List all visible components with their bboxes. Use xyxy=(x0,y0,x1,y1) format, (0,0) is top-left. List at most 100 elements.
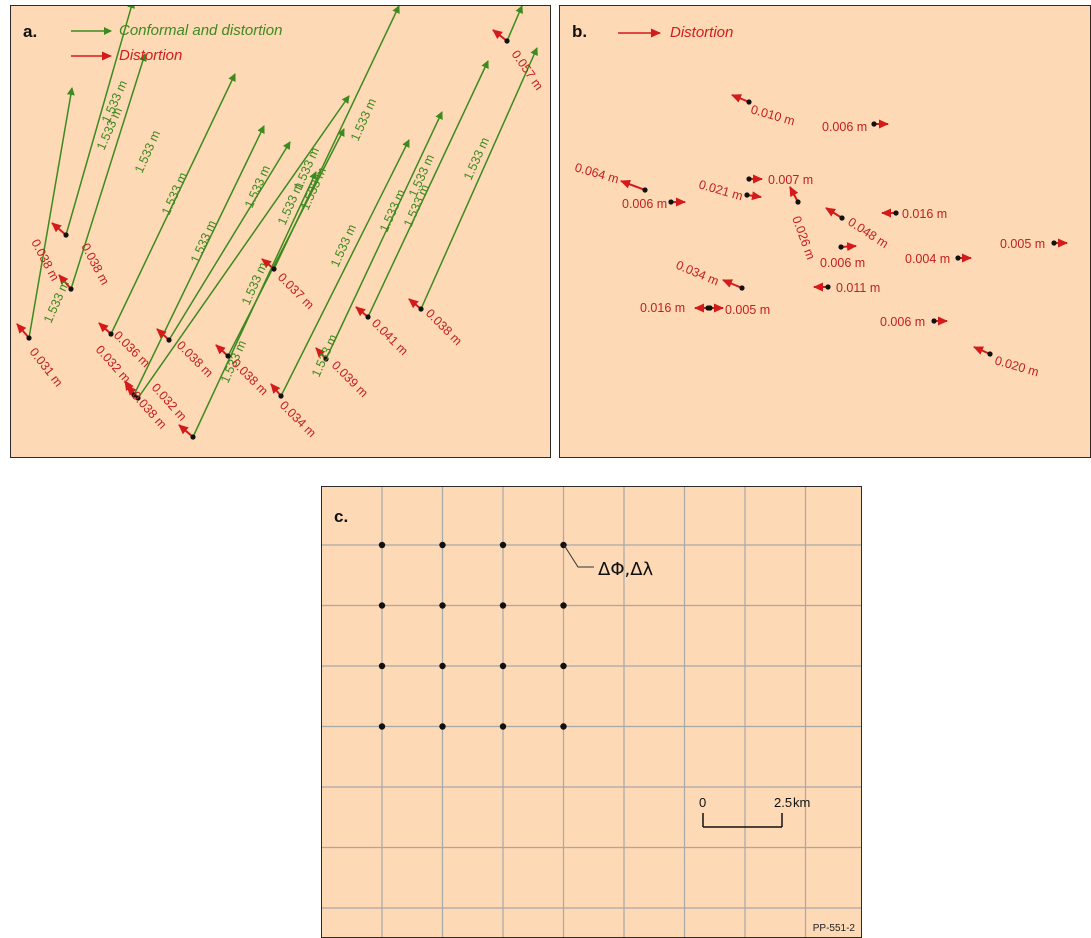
annotation-leader xyxy=(563,544,594,568)
grid-point xyxy=(795,199,801,205)
grid-node-point xyxy=(560,723,567,730)
green-arrow xyxy=(110,73,236,335)
green-arrow-label: 1.533 m xyxy=(132,128,163,175)
panel-a-label: a. xyxy=(23,22,38,41)
green-arrow xyxy=(506,6,523,42)
grid-point xyxy=(365,314,371,320)
distortion-label: 0.010 m xyxy=(749,102,796,128)
grid-point xyxy=(987,351,993,357)
grid-node-point xyxy=(499,541,507,549)
grid-point xyxy=(871,121,877,127)
red-arrow xyxy=(492,29,508,42)
distortion-label: 0.005 m xyxy=(1000,237,1045,251)
grid-node-point xyxy=(560,662,567,670)
legend-distortion-b: Distortion xyxy=(670,24,734,41)
legend-conformal-distortion: Conformal and distortion xyxy=(119,22,283,39)
red-distortion-label: 0.038 m xyxy=(28,237,62,283)
panel-c-label: c. xyxy=(334,507,349,526)
red-distortion-label: 0.057 m xyxy=(509,48,546,93)
distortion-label: 0.006 m xyxy=(880,315,925,329)
grid-point xyxy=(108,331,114,337)
green-arrow xyxy=(325,111,443,360)
grid-point xyxy=(931,318,937,324)
red-distortion-label: 0.038 m xyxy=(78,241,112,287)
grid-node-point xyxy=(378,602,386,609)
green-arrow xyxy=(65,6,135,236)
red-arrow xyxy=(408,298,422,310)
grid-node-point xyxy=(378,723,386,730)
grid-point xyxy=(135,395,141,401)
grid-point xyxy=(418,306,424,312)
grid-point xyxy=(1051,240,1057,246)
green-arrow xyxy=(28,87,75,339)
distortion-label: 0.016 m xyxy=(902,207,947,221)
red-arrow xyxy=(731,94,750,103)
distortion-label: 0.004 m xyxy=(905,252,950,266)
green-arrow xyxy=(420,47,538,310)
panel-c-grid: ΔΦ,Δλ 0 2.5 km xyxy=(322,487,861,937)
green-arrow-label: 1.533 m xyxy=(159,170,190,217)
distortion-label: 0.007 m xyxy=(768,173,813,187)
scale-label-zero: 0 xyxy=(699,795,706,810)
distortion-label: 0.005 m xyxy=(725,303,770,317)
grid-point xyxy=(642,187,648,193)
grid-point xyxy=(63,232,69,238)
red-arrow xyxy=(270,383,282,397)
red-arrow xyxy=(156,328,170,341)
red-arrow xyxy=(51,222,67,236)
grid-point xyxy=(271,266,277,272)
grid-point xyxy=(68,286,74,292)
grid-point xyxy=(166,337,172,343)
grid-point xyxy=(739,285,745,291)
grid-point xyxy=(323,356,329,362)
grid-point xyxy=(893,210,899,216)
green-arrow xyxy=(280,139,410,397)
green-arrow xyxy=(367,60,489,318)
panel-c: ΔΦ,Δλ 0 2.5 km c. PP-551-2 xyxy=(321,486,862,938)
grid-point xyxy=(839,215,845,221)
grid-point xyxy=(504,38,510,44)
red-distortion-label: 0.038 m xyxy=(423,306,465,348)
legend-distortion: Distortion xyxy=(119,47,183,64)
grid-node-point xyxy=(439,602,446,609)
red-distortion-label: 0.038 m xyxy=(174,338,216,380)
distortion-label: 0.006 m xyxy=(822,120,867,134)
distortion-label: 0.021 m xyxy=(697,177,744,203)
green-arrow-label: 1.533 m xyxy=(41,278,72,325)
red-arrow xyxy=(98,322,112,335)
green-arrow xyxy=(168,141,291,341)
red-arrow xyxy=(825,207,843,219)
grid-point xyxy=(838,244,844,250)
grid-node-point xyxy=(499,723,507,730)
red-arrow xyxy=(620,179,646,191)
green-arrow-label: 1.533 m xyxy=(328,222,359,269)
grid-point xyxy=(26,335,32,341)
grid-point xyxy=(955,255,961,261)
red-distortion-label: 0.038 m xyxy=(229,356,271,398)
red-arrow xyxy=(178,424,194,438)
distortion-label: 0.064 m xyxy=(573,160,620,186)
grid-node-point xyxy=(439,723,446,730)
distortion-label: 0.006 m xyxy=(820,256,865,270)
red-distortion-label: 0.041 m xyxy=(369,316,411,358)
distortion-label: 0.016 m xyxy=(640,301,685,315)
figure-id: PP-551-2 xyxy=(812,923,855,934)
green-arrow xyxy=(133,125,265,396)
grid-node-point xyxy=(439,662,446,670)
grid-node-point xyxy=(499,662,507,670)
delta-annotation: ΔΦ,Δλ xyxy=(598,559,654,580)
red-arrow xyxy=(973,346,991,355)
green-arrow-label: 1.533 m xyxy=(94,105,125,152)
red-arrow xyxy=(722,279,743,289)
red-arrow xyxy=(215,344,229,357)
grid-point xyxy=(707,305,713,311)
red-arrow xyxy=(789,186,799,203)
green-arrow xyxy=(137,95,350,399)
grid-point xyxy=(225,353,231,359)
distortion-label: 0.006 m xyxy=(622,197,667,211)
grid-node-point xyxy=(378,541,386,549)
